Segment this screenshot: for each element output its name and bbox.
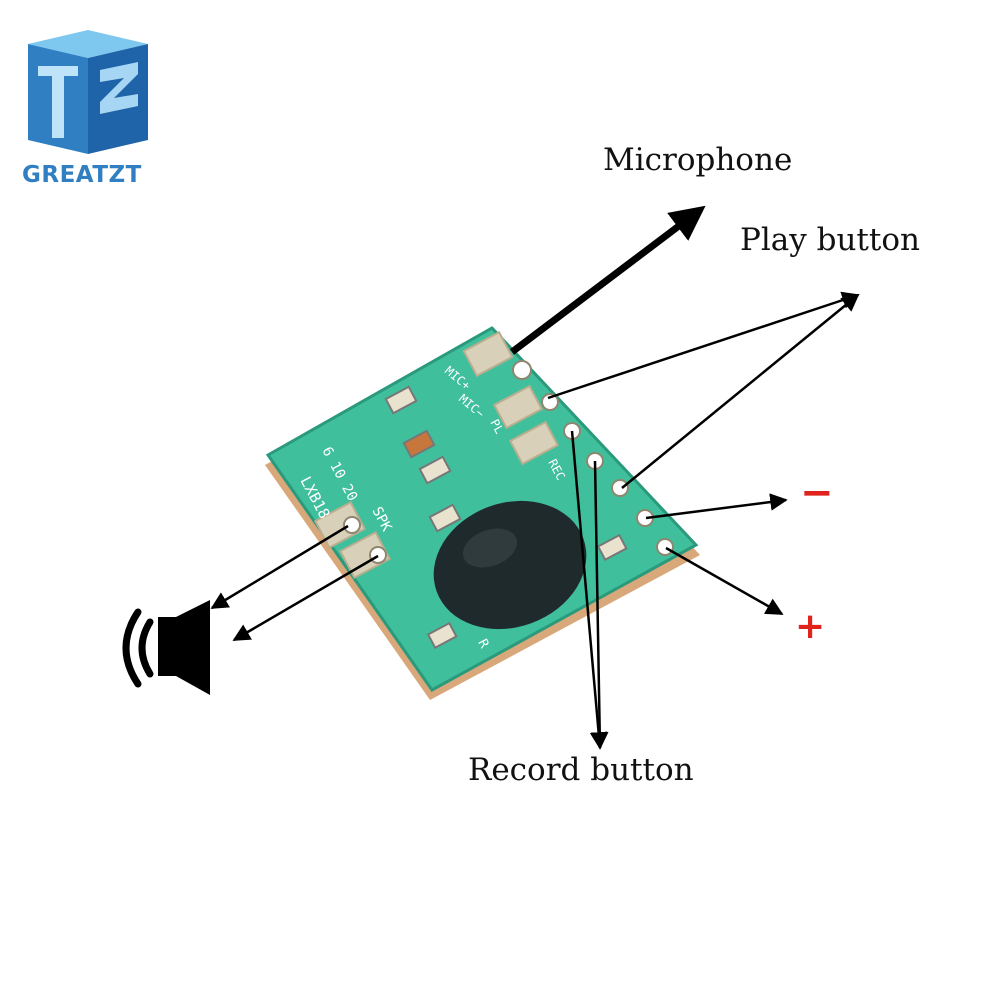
brand-name: GREATZT bbox=[22, 162, 142, 188]
record-arrow-1 bbox=[570, 430, 608, 750]
negative-arrow bbox=[645, 493, 788, 520]
record-button-label: Record button bbox=[468, 752, 694, 788]
negative-terminal-label: − bbox=[800, 470, 834, 516]
brand-logo: GREATZT bbox=[18, 22, 158, 202]
play-arrow-2 bbox=[621, 293, 860, 489]
tz-cube-logo-icon bbox=[28, 30, 148, 154]
positive-terminal-label: + bbox=[795, 606, 826, 647]
silk-pl: PL bbox=[487, 417, 506, 436]
cob-chip bbox=[433, 500, 587, 630]
smd-components bbox=[384, 385, 628, 650]
positive-arrow bbox=[665, 546, 784, 616]
callout-arrows bbox=[210, 205, 860, 750]
microphone-label: Microphone bbox=[603, 142, 793, 178]
play-arrow-1 bbox=[547, 291, 860, 400]
speaker-icon bbox=[122, 600, 210, 695]
play-button-label: Play button bbox=[740, 222, 920, 258]
speaker-arrow-1 bbox=[210, 524, 349, 610]
speaker-arrow-2 bbox=[232, 554, 379, 642]
microphone-arrow bbox=[509, 205, 706, 355]
pcb-module: LXB18 6 10 20 SPK MIC+ MIC− PL REC R bbox=[265, 326, 700, 700]
solder-pads bbox=[313, 330, 560, 579]
record-arrow-2 bbox=[590, 460, 609, 750]
